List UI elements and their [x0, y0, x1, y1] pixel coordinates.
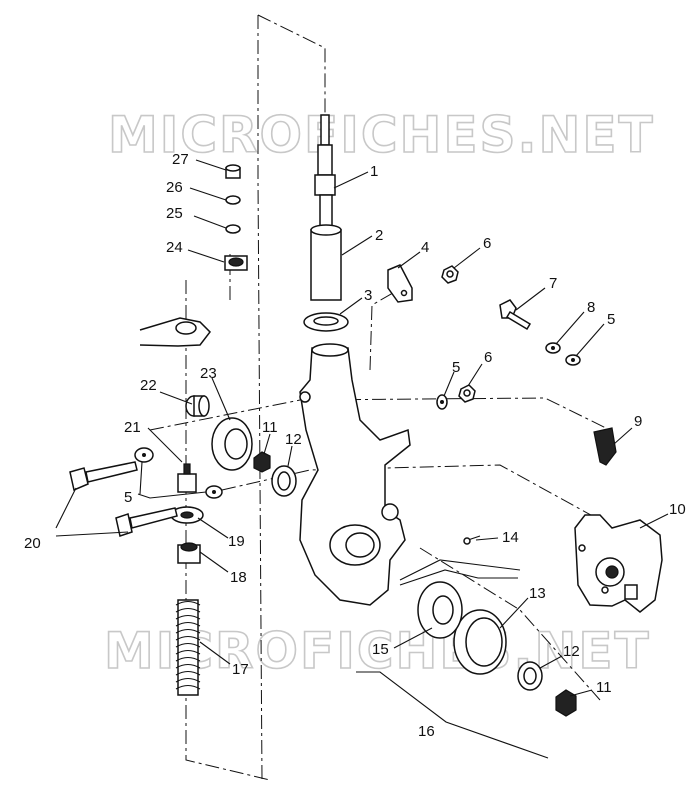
nut-6-lower	[458, 384, 476, 403]
callout-14: 14	[502, 529, 519, 546]
washer-26	[225, 195, 241, 205]
washer-25	[225, 224, 241, 234]
callout-27: 27	[172, 151, 189, 168]
callout-22: 22	[140, 377, 157, 394]
bolt-20-upper	[69, 461, 138, 492]
watermark-top: MICROFICHES.NET	[108, 106, 655, 164]
bracket	[387, 264, 413, 303]
steering-arm-link	[139, 317, 211, 347]
callout-6-lower: 6	[484, 349, 492, 366]
callout-9: 9	[634, 413, 642, 430]
assembly-center-lines	[149, 14, 611, 781]
callout-12-lower: 12	[563, 643, 580, 660]
seal-15	[417, 581, 463, 639]
callout-24: 24	[166, 239, 183, 256]
nut-6-upper	[441, 265, 459, 284]
callout-15: 15	[372, 641, 389, 658]
callout-7: 7	[549, 275, 557, 292]
bushing-22	[185, 395, 210, 417]
leader-lines	[55, 159, 669, 759]
sensor-14	[399, 535, 521, 586]
callout-25: 25	[166, 205, 183, 222]
washer-19	[170, 506, 204, 524]
bolt-7	[499, 299, 532, 331]
callout-17: 17	[232, 661, 249, 678]
brake-caliper	[574, 514, 663, 613]
seal-23	[211, 417, 253, 471]
sleeve	[310, 224, 342, 301]
callout-13: 13	[529, 585, 546, 602]
callout-19: 19	[228, 533, 245, 550]
fitting-21	[177, 463, 197, 493]
callout-21: 21	[124, 419, 141, 436]
bearing-13	[453, 609, 507, 675]
callout-4: 4	[421, 239, 429, 256]
callout-2: 2	[375, 227, 383, 244]
callout-23: 23	[200, 365, 217, 382]
nut-11-lower	[555, 689, 577, 717]
clip-9	[593, 427, 617, 466]
callout-5-left: 5	[124, 489, 132, 506]
spacer-12-upper	[271, 465, 297, 497]
callout-18: 18	[230, 569, 247, 586]
callout-10: 10	[669, 501, 686, 518]
washer-5-left	[205, 485, 223, 499]
bushing-24	[224, 255, 248, 271]
bushing-18	[177, 542, 201, 564]
callout-16: 16	[418, 723, 435, 740]
callout-26: 26	[166, 179, 183, 196]
washer-5-right	[565, 354, 581, 366]
callout-11-lower: 11	[596, 679, 612, 696]
spring-17	[175, 599, 201, 696]
callout-6-upper: 6	[483, 235, 491, 252]
nut-11-upper	[253, 451, 271, 473]
callout-5-middle: 5	[452, 359, 460, 376]
thrust-washer	[303, 312, 349, 332]
nut-27	[225, 164, 241, 179]
bolt-20-lower	[115, 507, 178, 537]
lock-washer-8	[545, 342, 561, 354]
spindle-housing	[299, 343, 411, 606]
callout-20: 20	[24, 535, 41, 552]
callout-labels: 1 2 3 4 6 7 8 5 5 6 9 10 11 12 14 13 12 …	[24, 151, 686, 740]
callout-8: 8	[587, 299, 595, 316]
callout-1: 1	[370, 163, 378, 180]
callout-12-upper: 12	[285, 431, 302, 448]
callout-5-right: 5	[607, 311, 615, 328]
washer-5-middle	[436, 394, 448, 410]
callout-11-upper: 11	[262, 419, 278, 436]
washer-21	[134, 447, 154, 463]
spacer-12-lower	[517, 661, 543, 691]
callout-3: 3	[364, 287, 372, 304]
